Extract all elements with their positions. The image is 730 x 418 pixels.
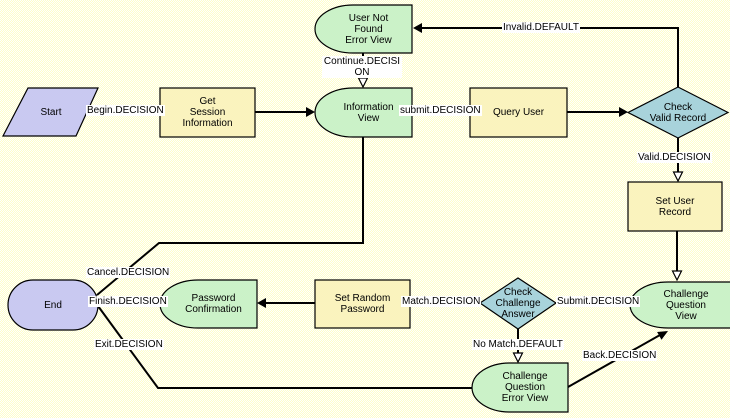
arrowhead-solid-into-challenge-question-view [657, 331, 668, 340]
node-information-view-shape[interactable] [314, 87, 413, 138]
connector-finish-label[interactable]: Finish.DECISION [88, 296, 168, 307]
node-get-session-information-shape[interactable] [159, 87, 256, 138]
node-check-challenge-answer-shape[interactable] [478, 277, 558, 330]
arrowhead-hollow-into-set-user-record [672, 171, 684, 183]
arrowhead-solid-into-information-view [306, 107, 315, 117]
connector-back-line[interactable] [567, 334, 661, 388]
node-challenge-question-error-view-shape[interactable] [471, 362, 569, 413]
node-set-random-password-shape[interactable] [314, 279, 411, 329]
arrowhead-hollow-into-challenge-question-error-view [512, 352, 524, 364]
connector-match-label[interactable]: Match.DECISION [401, 296, 482, 307]
connector-cancel-label[interactable]: Cancel.DECISION [86, 267, 171, 278]
node-check-valid-record-shape[interactable] [626, 86, 730, 139]
connector-submit-challenge-label[interactable]: Submit.DECISION [556, 296, 641, 307]
connector-invalid-label[interactable]: Invalid.DEFAULT [502, 22, 580, 33]
node-start-shape[interactable] [2, 87, 99, 137]
arrowhead-solid-into-password-confirmation [257, 298, 266, 308]
node-query-user-shape[interactable] [469, 87, 568, 138]
arrowhead-solid-into-check-valid-record [619, 107, 628, 117]
arrowhead-hollow-into-information-view-top [357, 77, 369, 89]
connector-invalid-line[interactable] [421, 27, 679, 88]
connector-back-label[interactable]: Back.DECISION [582, 350, 658, 361]
connector-valid-label[interactable]: Valid.DECISION [637, 152, 712, 163]
connector-no-match-label[interactable]: No Match.DEFAULT [472, 339, 564, 350]
node-password-confirmation-shape[interactable] [159, 279, 258, 329]
connector-begin-label[interactable]: Begin.DECISION [86, 105, 165, 116]
arrowhead-hollow-into-challenge-question-view-top [671, 270, 683, 282]
connector-continue-label[interactable]: Continue.DECISI ON [322, 56, 402, 78]
node-end-shape[interactable] [7, 279, 99, 331]
connector-exit-line[interactable] [97, 305, 472, 389]
node-user-not-found-error-view-shape[interactable] [314, 4, 413, 54]
connector-submit-info-label[interactable]: submit.DECISION [399, 105, 482, 116]
connector-exit-label[interactable]: Exit.DECISION [94, 339, 164, 350]
node-challenge-question-view-shape[interactable] [629, 281, 730, 329]
node-set-user-record-shape[interactable] [627, 181, 723, 232]
arrowhead-solid-into-user-not-found [413, 23, 422, 33]
